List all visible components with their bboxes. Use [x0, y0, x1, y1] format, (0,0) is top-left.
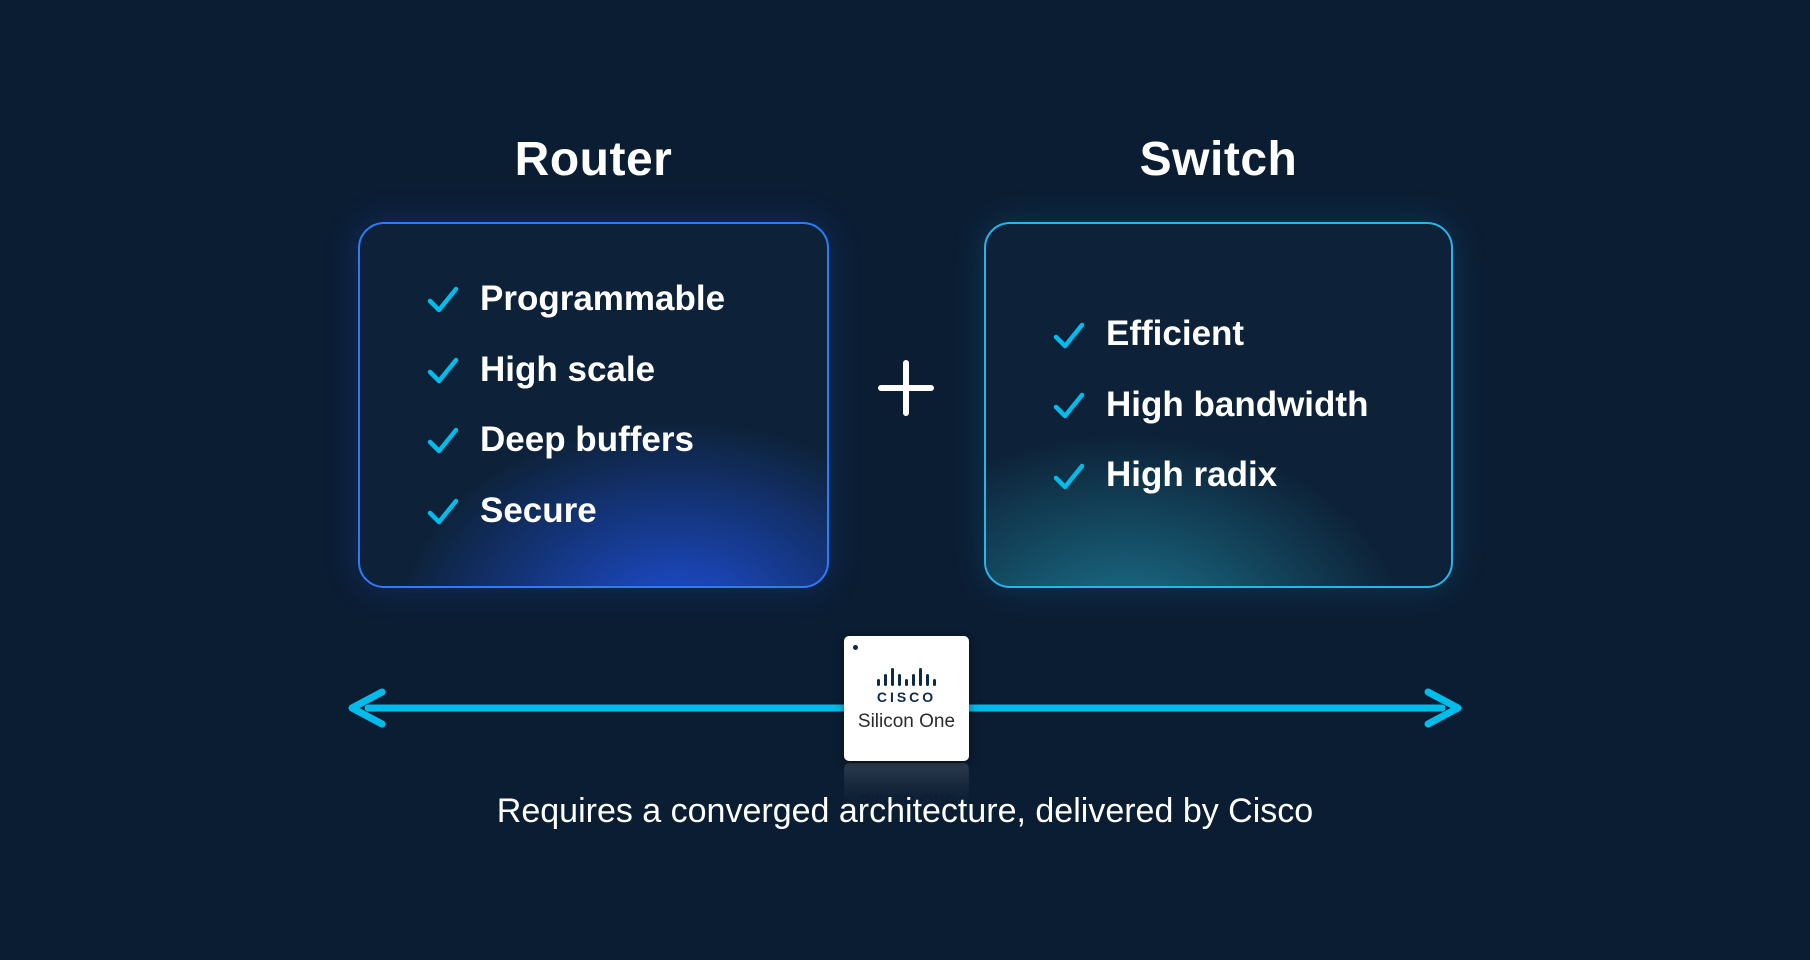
check-icon [427, 428, 459, 454]
list-item: Efficient [1052, 315, 1431, 354]
check-icon [427, 498, 459, 524]
switch-feature-label: Efficient [1106, 314, 1245, 354]
silicon-one-chip: cisco Silicon One [844, 636, 969, 761]
list-item: High radix [1052, 456, 1431, 495]
chip-pin-dot [853, 645, 858, 650]
router-feature-label: Secure [480, 490, 597, 530]
check-icon [427, 287, 459, 313]
switch-panel: Efficient High bandwidth High radix [984, 222, 1453, 588]
router-feature-label: Deep buffers [480, 420, 694, 459]
plus-icon [874, 356, 938, 420]
check-icon [1053, 392, 1085, 419]
chip-product-name: Silicon One [857, 711, 956, 732]
list-item: Secure [426, 490, 807, 531]
chip-reflection: Silicon One [844, 763, 969, 821]
list-item: Deep buffers [426, 420, 807, 460]
router-feature-label: Programmable [480, 279, 726, 318]
list-item: Programmable [426, 279, 807, 319]
check-icon [1053, 463, 1085, 489]
cisco-logo-icon [876, 668, 936, 686]
check-icon [427, 357, 459, 383]
switch-title: Switch [1139, 133, 1298, 186]
check-icon [1053, 322, 1085, 348]
chip-reflection-text: Silicon One [857, 790, 956, 811]
router-panel: Programmable High scale Deep buffers Sec… [358, 222, 829, 588]
cisco-wordmark: cisco [876, 689, 937, 705]
switch-feature-label: High bandwidth [1106, 384, 1369, 424]
switch-feature-label: High radix [1106, 455, 1278, 495]
list-item: High bandwidth [1052, 384, 1431, 425]
list-item: High scale [426, 349, 807, 390]
router-title: Router [514, 133, 673, 186]
router-feature-label: High scale [480, 349, 656, 389]
caption-text: Requires a converged architecture, deliv… [496, 792, 1314, 830]
